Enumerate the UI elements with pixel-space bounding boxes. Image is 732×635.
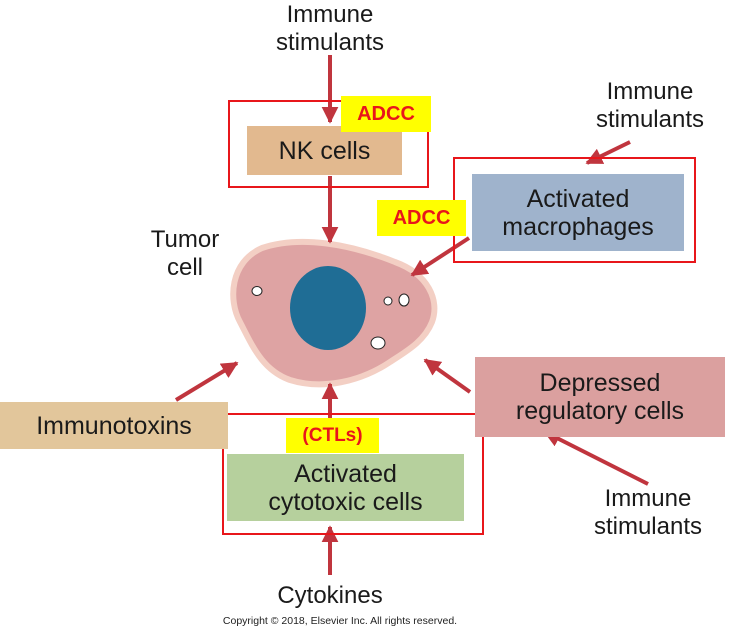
box-label: cytotoxic cells <box>268 487 423 516</box>
immune-stimulants-bottom-label: Immune stimulants <box>558 485 732 540</box>
box-label: macrophages <box>502 212 654 241</box>
vesicle <box>398 293 410 307</box>
immune-stimulants-top-label: Immune stimulants <box>240 1 420 56</box>
label-line: stimulants <box>275 28 385 56</box>
arrow-macrophages-to-tumor <box>410 236 471 277</box>
box-label: Activated <box>294 459 397 488</box>
label-line: stimulants <box>593 512 703 540</box>
vesicle <box>251 286 263 296</box>
label-line: Immune <box>286 1 374 28</box>
label-line: Immune <box>604 485 692 512</box>
ctls-tag: (CTLs) <box>286 418 379 453</box>
box-label: Activated <box>526 184 630 213</box>
arrow-stimulants-to-macrophages <box>585 140 631 165</box>
tumor-nucleus <box>290 266 366 350</box>
immunotoxins-box: Immunotoxins <box>0 402 228 449</box>
label-line: stimulants <box>595 105 705 133</box>
cytokines-label: Cytokines <box>277 582 383 609</box>
adcc-macrophage-tag: ADCC <box>377 200 466 236</box>
arrow-immunotoxins-to-tumor <box>174 361 239 402</box>
activated-macrophages-box: Activated macrophages <box>472 174 684 251</box>
label-line: Immune <box>606 78 694 105</box>
depressed-regulatory-cells-box: Depressed regulatory cells <box>475 357 725 437</box>
vesicle <box>383 296 393 306</box>
label-line: Tumor <box>150 226 220 253</box>
arrow-stimulants-to-regulatory <box>543 430 649 486</box>
arrow-regulatory-to-tumor <box>423 358 472 394</box>
box-label: NK cells <box>278 136 371 165</box>
nk-cells-box: NK cells <box>247 126 402 175</box>
nk-cells-highlight-frame <box>228 100 429 188</box>
activated-cytotoxic-cells-box: Activated cytotoxic cells <box>227 454 464 521</box>
box-label: Depressed <box>539 369 661 397</box>
label-line: cell <box>166 253 203 281</box>
copyright-text: Copyright © 2018, Elsevier Inc. All righ… <box>222 615 458 627</box>
tumor-cell-label: Tumor cell <box>130 226 240 281</box>
box-label: regulatory cells <box>515 397 685 425</box>
vesicle <box>370 336 386 350</box>
adcc-nk-tag: ADCC <box>341 96 431 132</box>
immune-stimulants-right-label: Immune stimulants <box>560 78 732 133</box>
box-label: Immunotoxins <box>36 411 192 440</box>
cytotoxic-cells-highlight-frame <box>222 413 484 535</box>
